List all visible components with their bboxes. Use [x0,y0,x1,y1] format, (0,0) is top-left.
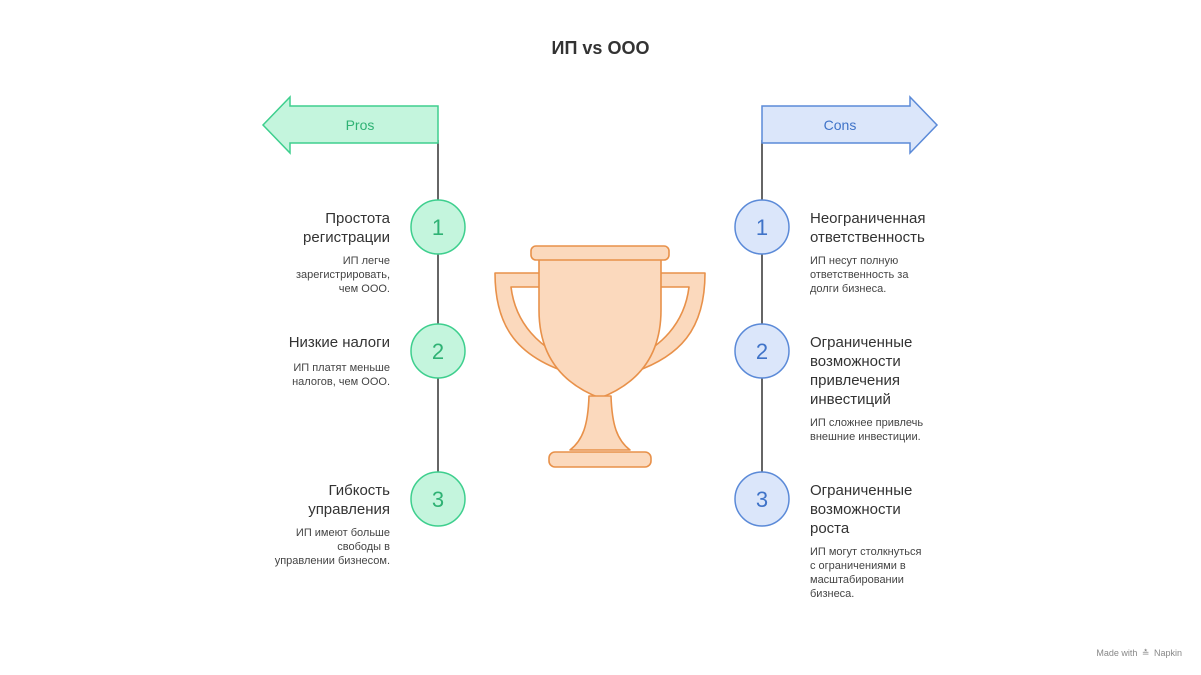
cons-item-1-description: ИП несут полную ответственность за долги… [810,255,909,295]
pros-item-2-description: ИП платят меньше налогов, чем ООО. [292,362,390,388]
cons-number-2: 2 [756,339,768,364]
footer-brand: Napkin [1153,648,1182,658]
pros-marker-1: 1 [410,199,466,255]
trophy-icon [494,245,706,468]
pros-item-3-title: Гибкость управления [308,482,390,518]
cons-item-2-description: ИП сложнее привлечь внешние инвестиции. [810,417,924,443]
footer-prefix: Made with [1096,648,1138,658]
napkin-logo-icon: ≛ [1141,648,1150,658]
cons-item-1-title: Неограниченная ответственность [810,210,926,246]
pros-arrow: Pros [261,95,439,155]
footer-credit[interactable]: Made with ≛ Napkin [1096,648,1182,659]
cons-marker-1: 1 [734,199,790,255]
cons-marker-3: 3 [734,471,790,527]
cons-item-3-description: ИП могут столкнуться с ограничениями в м… [810,546,922,600]
pros-item-3-description: ИП имеют больше свободы в управлении биз… [274,527,390,567]
cons-number-1: 1 [756,215,768,240]
pros-item-1-title: Простота регистрации [303,210,390,246]
page-title: ИП vs ООО [551,38,650,58]
cons-number-3: 3 [756,487,768,512]
cons-arrow: Cons [761,95,939,155]
pros-number-2: 2 [432,339,444,364]
pros-marker-2: 2 [410,323,466,379]
cons-label: Cons [824,117,857,133]
cons-marker-2: 2 [734,323,790,379]
cons-item-2-title: Ограниченные возможности привлечения инв… [810,334,913,408]
pros-number-1: 1 [432,215,444,240]
pros-number-3: 3 [432,487,444,512]
pros-label: Pros [346,117,375,133]
pros-item-2-title: Низкие налоги [288,334,390,351]
pros-marker-3: 3 [410,471,466,527]
cons-item-3-title: Ограниченные возможности роста [810,482,913,537]
pros-item-1-description: ИП легче зарегистрировать, чем ООО. [295,255,390,295]
